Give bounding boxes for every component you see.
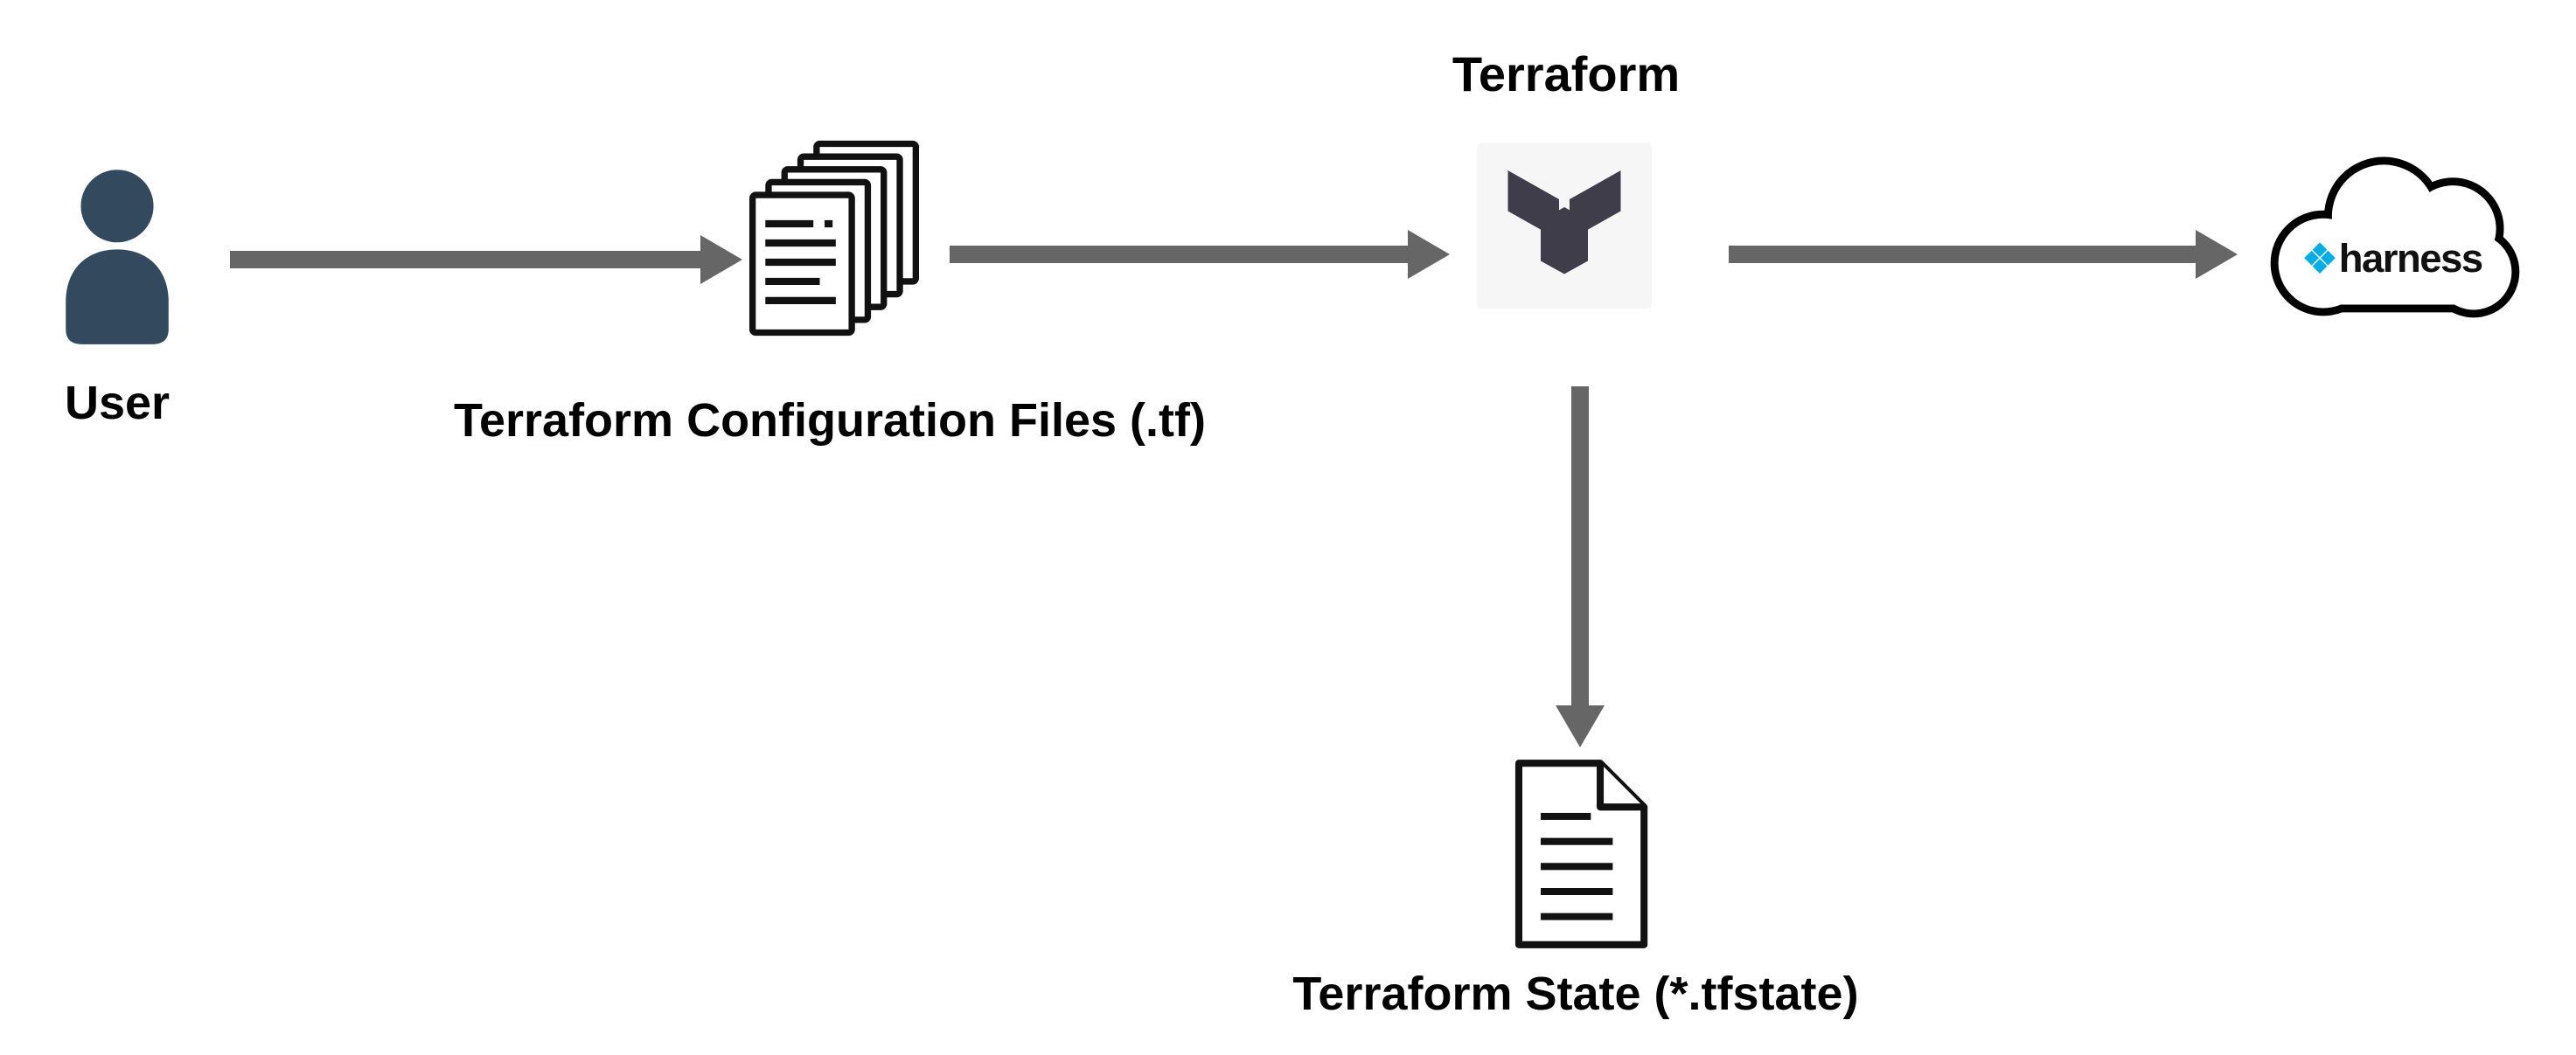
- node-terraform-label: Terraform: [1452, 46, 1681, 101]
- node-terraform: [1477, 142, 1652, 309]
- arrow-down-icon: [1556, 386, 1605, 747]
- arrow-right-icon: [950, 230, 1450, 279]
- node-state-file-label: Terraform State (*.tfstate): [1292, 968, 1859, 1020]
- node-state-file: [1499, 757, 1658, 951]
- terraform-logo-icon: [1507, 170, 1621, 274]
- node-config-files-label: Terraform Configuration Files (.tf): [454, 394, 1206, 447]
- arrow-right-icon: [230, 235, 742, 284]
- node-harness-cloud: harness: [2247, 129, 2541, 337]
- user-icon: [66, 170, 169, 344]
- node-config-files: [740, 136, 929, 350]
- cloud-icon: harness: [2270, 156, 2520, 318]
- document-stack-icon: [748, 140, 920, 337]
- harness-wordmark: harness: [2339, 236, 2482, 281]
- harness-logo: harness: [2304, 236, 2483, 281]
- document-icon: [1514, 760, 1648, 948]
- edge-user-to-config: [230, 232, 742, 292]
- node-user: [51, 166, 184, 345]
- node-user-label: User: [64, 377, 171, 429]
- edge-terraform-to-harness: [1729, 226, 2238, 287]
- edge-config-to-terraform: [950, 226, 1450, 287]
- arrow-right-icon: [1729, 230, 2238, 279]
- edge-terraform-to-state: [1552, 386, 1608, 752]
